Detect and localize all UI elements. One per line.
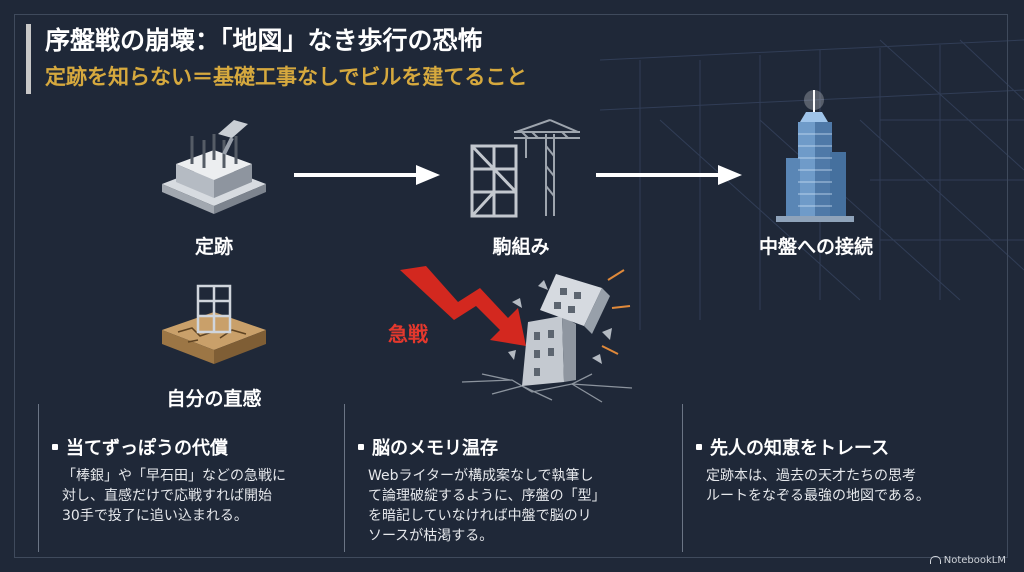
point-line: 定跡本は、過去の天才たちの思考 — [706, 468, 916, 484]
step-label-komagumi: 駒組み — [492, 236, 550, 258]
point-line: 30手で投了に追い込まれる。 — [62, 508, 248, 524]
right-arrow-icon — [294, 165, 440, 185]
point-title: 脳のメモリ温存 — [372, 438, 498, 459]
point-body: 定跡本は、過去の天才たちの思考 ルートをなぞる最強の地図である。 — [706, 466, 930, 506]
right-arrow-icon — [596, 165, 742, 185]
point-line: 「棒銀」や「早石田」などの急戦に — [62, 468, 286, 484]
concrete-foundation-icon — [162, 120, 266, 214]
point-line: ルートをなぞる最強の地図である。 — [706, 488, 930, 504]
crash-label: 急戦 — [388, 322, 428, 346]
column-divider — [682, 404, 683, 552]
alternate-label: 自分の直感 — [166, 388, 262, 410]
point-title: 先人の知恵をトレース — [710, 438, 890, 459]
collapsing-building-icon — [461, 269, 633, 403]
title-block: 序盤戦の崩壊：「地図」なき歩行の恐怖 定跡を知らない＝基礎工事なしでビルを建てる… — [26, 24, 527, 94]
step-label-chuban: 中盤への接続 — [758, 236, 873, 258]
point-title: 当てずっぽうの代償 — [66, 438, 228, 459]
page-title: 序盤戦の崩壊：「地図」なき歩行の恐怖 — [45, 26, 483, 55]
down-arrow-icon — [400, 266, 526, 346]
column-divider — [38, 404, 39, 552]
slide-frame — [14, 14, 1008, 558]
point-line: 対し、直感だけで応戦すれば開始 — [62, 488, 272, 504]
notebooklm-logo-icon — [929, 556, 941, 564]
step-label-joseki: 定跡 — [194, 236, 233, 258]
column-divider — [344, 404, 345, 552]
point-line: て論理破綻するように、序盤の「型」 — [368, 488, 606, 504]
point-body: Webライターが構成案なしで執筆し て論理破綻するように、序盤の「型」 を暗記し… — [368, 466, 606, 546]
point-line: Webライターが構成案なしで執筆し — [368, 468, 594, 484]
point-line: ソースが枯渇する。 — [368, 528, 494, 544]
brand-watermark: NotebookLM — [929, 555, 1006, 566]
building-frame-crane-icon — [470, 119, 580, 218]
point-line: を暗記していなければ中盤で脳のリ — [368, 508, 592, 524]
skyscraper-icon — [776, 90, 854, 222]
bullet-marker — [696, 444, 702, 450]
point-body: 「棒銀」や「早石田」などの急戦に 対し、直感だけで応戦すれば開始 30手で投了に… — [62, 466, 286, 526]
bullet-marker — [358, 444, 364, 450]
brand-name: NotebookLM — [943, 555, 1006, 566]
bullet-marker — [52, 444, 58, 450]
cracked-ground-icon — [162, 284, 266, 364]
page-subtitle: 定跡を知らない＝基礎工事なしでビルを建てること — [45, 65, 528, 89]
